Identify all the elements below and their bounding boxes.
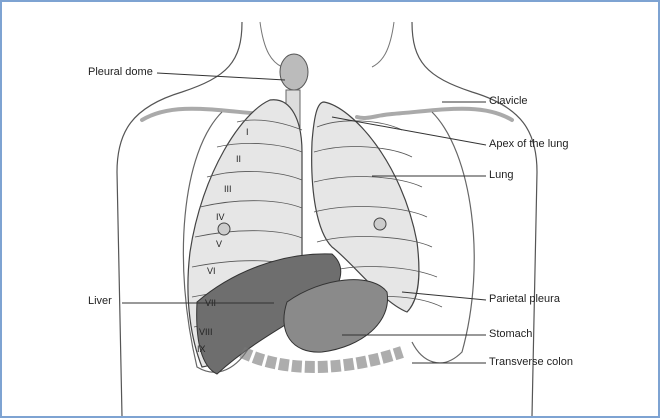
stomach — [283, 279, 389, 353]
nipple-left — [373, 217, 387, 231]
rib-label: IV — [216, 212, 225, 222]
rib-label: II — [236, 154, 241, 164]
label-apex: Apex of the lung — [489, 138, 569, 150]
torso-outline — [116, 21, 538, 416]
label-transverse-colon: Transverse colon — [489, 356, 573, 368]
ribcage — [182, 111, 475, 373]
rib-label: III — [224, 184, 232, 194]
rib-label: V — [216, 239, 222, 249]
label-pleural-dome: Pleural dome — [88, 66, 153, 78]
rib-label: VIII — [199, 327, 213, 337]
nipple-right — [217, 222, 231, 236]
label-clavicle: Clavicle — [489, 95, 528, 107]
clavicle-right — [355, 106, 514, 122]
rib-label: I — [246, 127, 249, 137]
neck-outline — [259, 21, 395, 68]
label-stomach: Stomach — [489, 328, 533, 340]
rib-label: VI — [207, 266, 216, 276]
thyroid — [279, 53, 309, 91]
leader-lines — [122, 72, 487, 364]
transverse-colon — [239, 346, 404, 373]
rib-label: IX — [197, 344, 206, 354]
label-parietal-pleura: Parietal pleura — [489, 293, 560, 305]
label-lung: Lung — [489, 169, 514, 181]
label-liver: Liver — [88, 295, 112, 307]
